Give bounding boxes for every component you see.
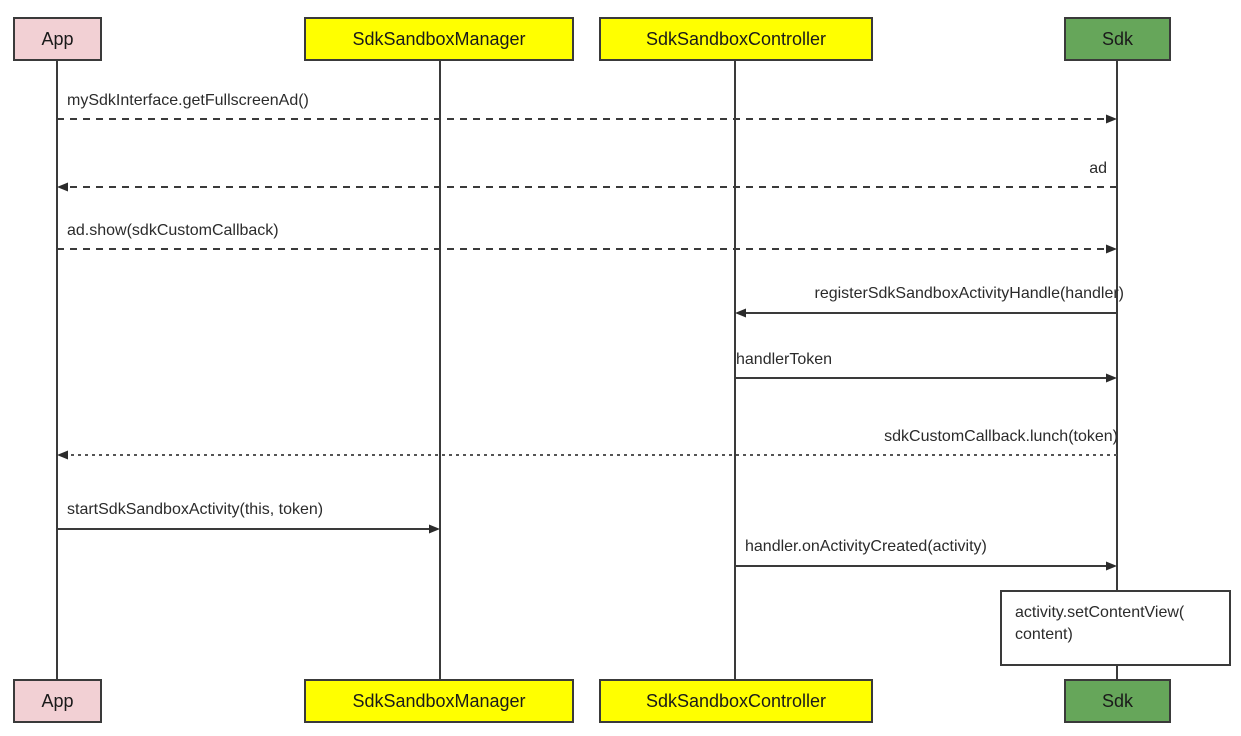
note-text-line: activity.setContentView( [1015, 604, 1185, 621]
actor-box-app-bottom[interactable] [13, 679, 102, 723]
actor-sdk-sandbox-controller-bottom[interactable]: SdkSandboxController [599, 679, 873, 723]
actor-sdk-top[interactable]: Sdk [1064, 17, 1171, 61]
message-arrowhead-msg-ad-show [1106, 244, 1117, 254]
actor-label-sdk-sandbox-controller-bottom: SdkSandboxController [646, 691, 826, 711]
message-label-msg-ad-show: ad.show(sdkCustomCallback) [67, 222, 279, 239]
actor-app-top[interactable]: App [13, 17, 102, 61]
message-arrowhead-msg-ad [57, 182, 68, 192]
actor-sdk-sandbox-manager-bottom[interactable]: SdkSandboxManager [304, 679, 574, 723]
note-text-line: content) [1015, 626, 1073, 643]
message-arrowhead-msg-register-handle [735, 308, 746, 318]
message-label-msg-start-activity: startSdkSandboxActivity(this, token) [67, 501, 323, 518]
message-label-msg-on-activity-created: handler.onActivityCreated(activity) [745, 538, 987, 555]
actor-box-app-top[interactable] [13, 17, 102, 61]
message-label-msg-handler-token: handlerToken [736, 351, 832, 368]
actor-box-sdk-top[interactable] [1064, 17, 1171, 61]
message-arrowhead-msg-start-activity [429, 524, 440, 534]
actor-box-sdk-sandbox-manager-top[interactable] [304, 17, 574, 61]
message-arrowhead-msg-handler-token [1106, 373, 1117, 383]
lifelines-group [56, 60, 1118, 680]
message-label-msg-register-handle: registerSdkSandboxActivityHandle(handler… [815, 285, 1125, 302]
actor-box-sdk-sandbox-controller-top[interactable] [599, 17, 873, 61]
message-arrowhead-msg-on-activity-created [1106, 561, 1117, 571]
message-label-msg-ad: ad [1089, 160, 1107, 177]
notes-group: activity.setContentView( content) [1000, 590, 1231, 666]
actor-label-sdk-sandbox-controller-top: SdkSandboxController [646, 29, 826, 49]
message-arrowhead-msg-callback-lunch [57, 450, 68, 460]
actor-box-sdk-sandbox-manager-bottom[interactable] [304, 679, 574, 723]
actor-label-sdk-top: Sdk [1102, 29, 1134, 49]
actor-label-sdk-sandbox-manager-top: SdkSandboxManager [352, 29, 525, 49]
actor-sdk-bottom[interactable]: Sdk [1064, 679, 1171, 723]
actor-sdk-sandbox-controller-top[interactable]: SdkSandboxController [599, 17, 873, 61]
actor-label-sdk-sandbox-manager-bottom: SdkSandboxManager [352, 691, 525, 711]
actor-box-sdk-sandbox-controller-bottom[interactable] [599, 679, 873, 723]
note-box-note-set-content-view [1000, 590, 1231, 666]
actor-label-sdk-bottom: Sdk [1102, 691, 1134, 711]
actor-boxes-group: AppAppSdkSandboxManagerSdkSandboxManager… [13, 17, 1171, 723]
message-arrowhead-msg-get-fullscreen-ad [1106, 114, 1117, 124]
messages-group: mySdkInterface.getFullscreenAd() ad ad.sho… [57, 92, 1124, 571]
actor-label-app-top: App [41, 29, 73, 49]
message-label-msg-get-fullscreen-ad: mySdkInterface.getFullscreenAd() [67, 92, 309, 109]
actor-label-app-bottom: App [41, 691, 73, 711]
actor-sdk-sandbox-manager-top[interactable]: SdkSandboxManager [304, 17, 574, 61]
actor-app-bottom[interactable]: App [13, 679, 102, 723]
message-label-msg-callback-lunch: sdkCustomCallback.lunch(token) [884, 428, 1118, 445]
actor-box-sdk-bottom[interactable] [1064, 679, 1171, 723]
